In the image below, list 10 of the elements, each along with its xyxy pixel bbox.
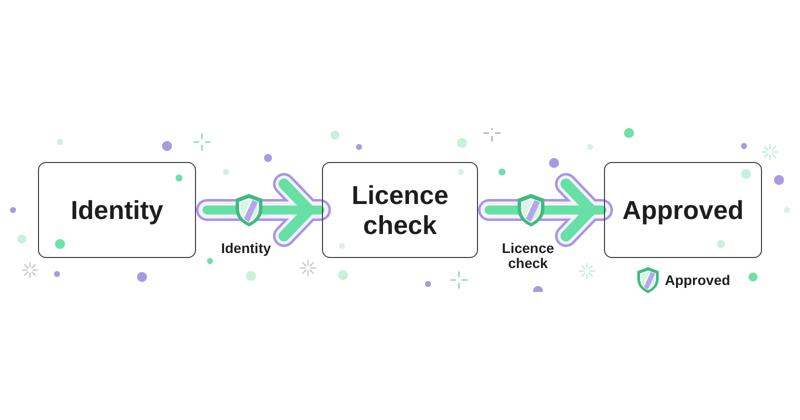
- arrow: [478, 173, 613, 247]
- node-label: Identity: [70, 195, 164, 225]
- edge-label: Identity: [221, 241, 271, 256]
- arrow: [196, 173, 331, 247]
- status-caption: Approved: [664, 272, 730, 288]
- process-box: [38, 162, 196, 258]
- edge-label: Licence check: [500, 241, 556, 271]
- node-label: Approved: [621, 195, 745, 225]
- node-label: Licence check: [350, 180, 450, 240]
- process-box: [322, 162, 478, 258]
